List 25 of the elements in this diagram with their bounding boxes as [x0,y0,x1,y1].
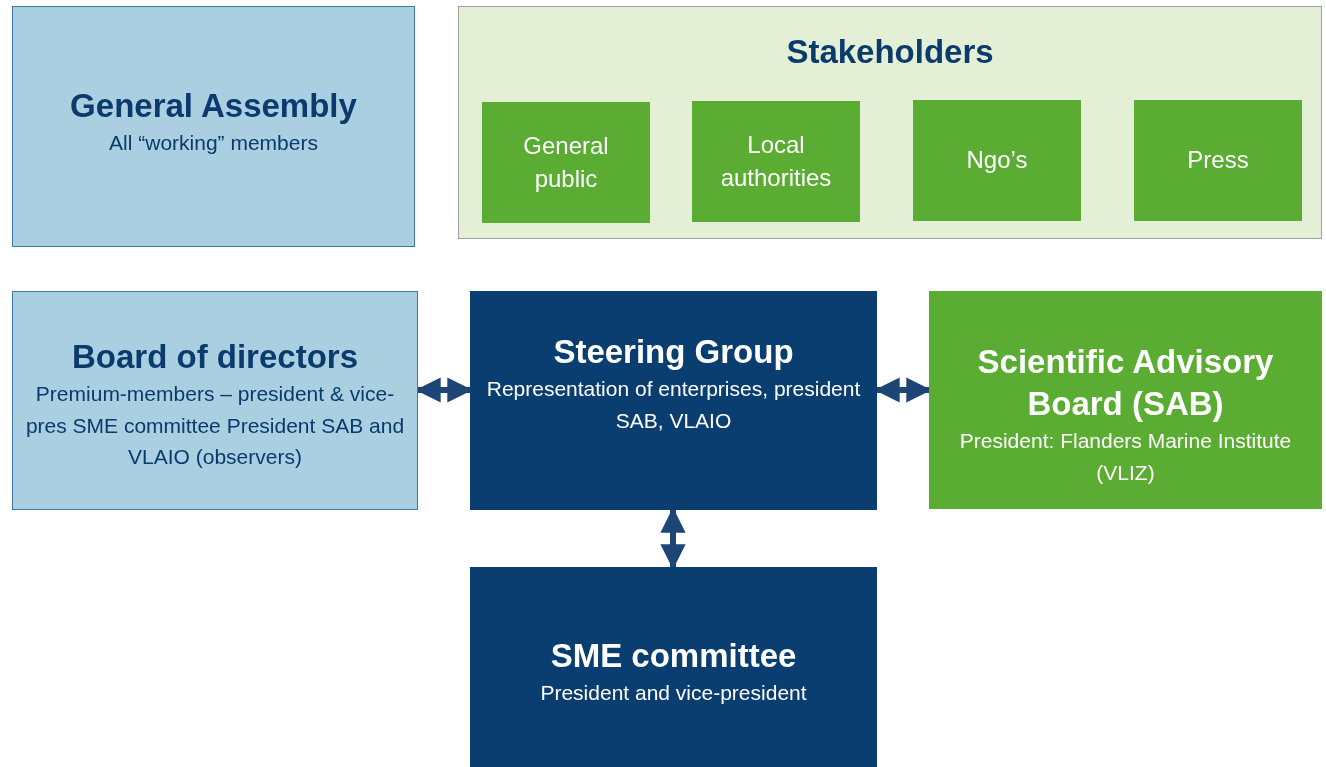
stakeholder-label: Press [1187,145,1249,176]
board-box [12,291,418,510]
box-description: Representation of enterprises, president SAB, VLAIO [485,376,862,434]
box-heading: Steering Group [553,332,794,372]
box-heading: Board of directors [71,337,358,377]
stakeholder-box [482,102,650,223]
steering-box [470,291,877,510]
advisory-box [929,291,1322,509]
stakeholder-box [692,101,860,222]
committee-box [470,567,877,767]
stakeholder-label: Local authorities [719,130,833,193]
box-heading: General Assembly [70,86,357,126]
assembly-box [12,6,415,247]
stakeholder-box [1134,100,1302,221]
box-heading: Stakeholders [786,32,994,72]
box-description: President: Flanders Marine Institute (VLIZ) [958,428,1293,486]
stakeholder-label: Ngo’s [966,145,1028,176]
stakeholders-panel [458,6,1322,239]
box-heading: SME committee [550,636,797,676]
stakeholder-box [913,100,1081,221]
box-heading: Scientific Advisory Board (SAB) [976,342,1275,425]
box-description: All “working” members [109,130,318,157]
box-description: President and vice-president [540,680,807,707]
stakeholder-label: General public [522,131,610,194]
box-description: Premium-members – president & vice-pres SME committee President SAB and VLAIO (observers) [25,381,405,471]
